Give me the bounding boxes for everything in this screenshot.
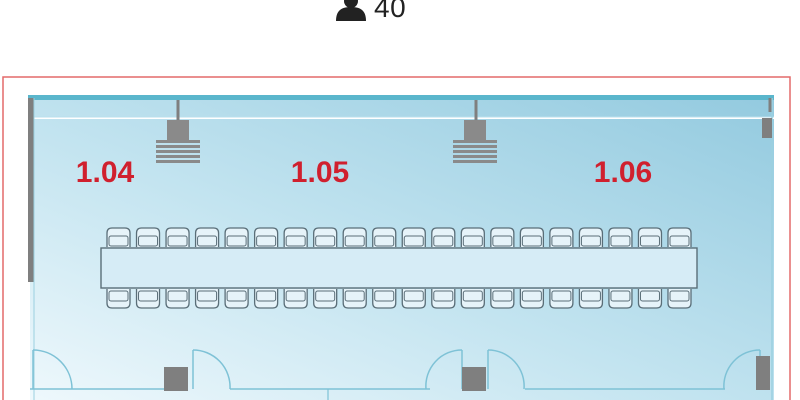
chair xyxy=(106,227,131,247)
top-wall xyxy=(28,95,774,100)
projector-icon xyxy=(156,120,200,163)
chair-row-top xyxy=(106,227,692,247)
chair xyxy=(460,227,485,247)
chair xyxy=(490,289,515,309)
chair xyxy=(283,289,308,309)
chair xyxy=(519,227,545,247)
chair xyxy=(165,289,190,309)
left-wall xyxy=(28,98,34,282)
chair xyxy=(608,289,633,309)
chair xyxy=(313,227,338,247)
chair xyxy=(313,289,338,309)
chair xyxy=(372,227,397,247)
chair-row-bottom xyxy=(106,289,692,309)
person-icon xyxy=(334,0,368,21)
chair xyxy=(165,227,190,247)
building-outline xyxy=(2,76,791,400)
chair xyxy=(253,227,279,247)
chair xyxy=(194,289,220,309)
chair xyxy=(431,289,456,309)
chair xyxy=(578,227,604,247)
chair xyxy=(135,227,161,247)
chair xyxy=(342,227,367,247)
chair xyxy=(401,227,426,247)
door-icon xyxy=(192,349,231,390)
chair xyxy=(637,289,663,309)
room-label-1-06: 1.06 xyxy=(594,156,652,189)
chair xyxy=(549,289,574,309)
room-label-1-05: 1.05 xyxy=(291,156,349,189)
chair xyxy=(194,227,220,247)
chair xyxy=(224,227,249,247)
chair xyxy=(431,227,456,247)
chair xyxy=(372,289,397,309)
room-label-1-04: 1.04 xyxy=(76,156,135,189)
door-icon xyxy=(32,349,73,390)
chair xyxy=(106,289,131,309)
pillar xyxy=(164,367,188,391)
capacity-indicator: 40 xyxy=(334,0,406,24)
chair xyxy=(667,289,692,309)
chair xyxy=(401,289,426,309)
chair xyxy=(490,227,515,247)
chair xyxy=(253,289,279,309)
chair xyxy=(578,289,604,309)
chair xyxy=(519,289,545,309)
chair xyxy=(460,289,485,309)
chair xyxy=(608,227,633,247)
chair xyxy=(283,227,308,247)
chair xyxy=(549,227,574,247)
chair xyxy=(135,289,161,309)
door-icon xyxy=(487,349,525,390)
capacity-count: 40 xyxy=(374,0,407,23)
chair xyxy=(342,289,367,309)
boardroom-table xyxy=(100,247,698,289)
chair xyxy=(224,289,249,309)
chair xyxy=(637,227,663,247)
chair xyxy=(667,227,692,247)
pillar xyxy=(462,367,486,391)
projector-icon xyxy=(453,120,497,163)
pillar xyxy=(756,356,770,390)
